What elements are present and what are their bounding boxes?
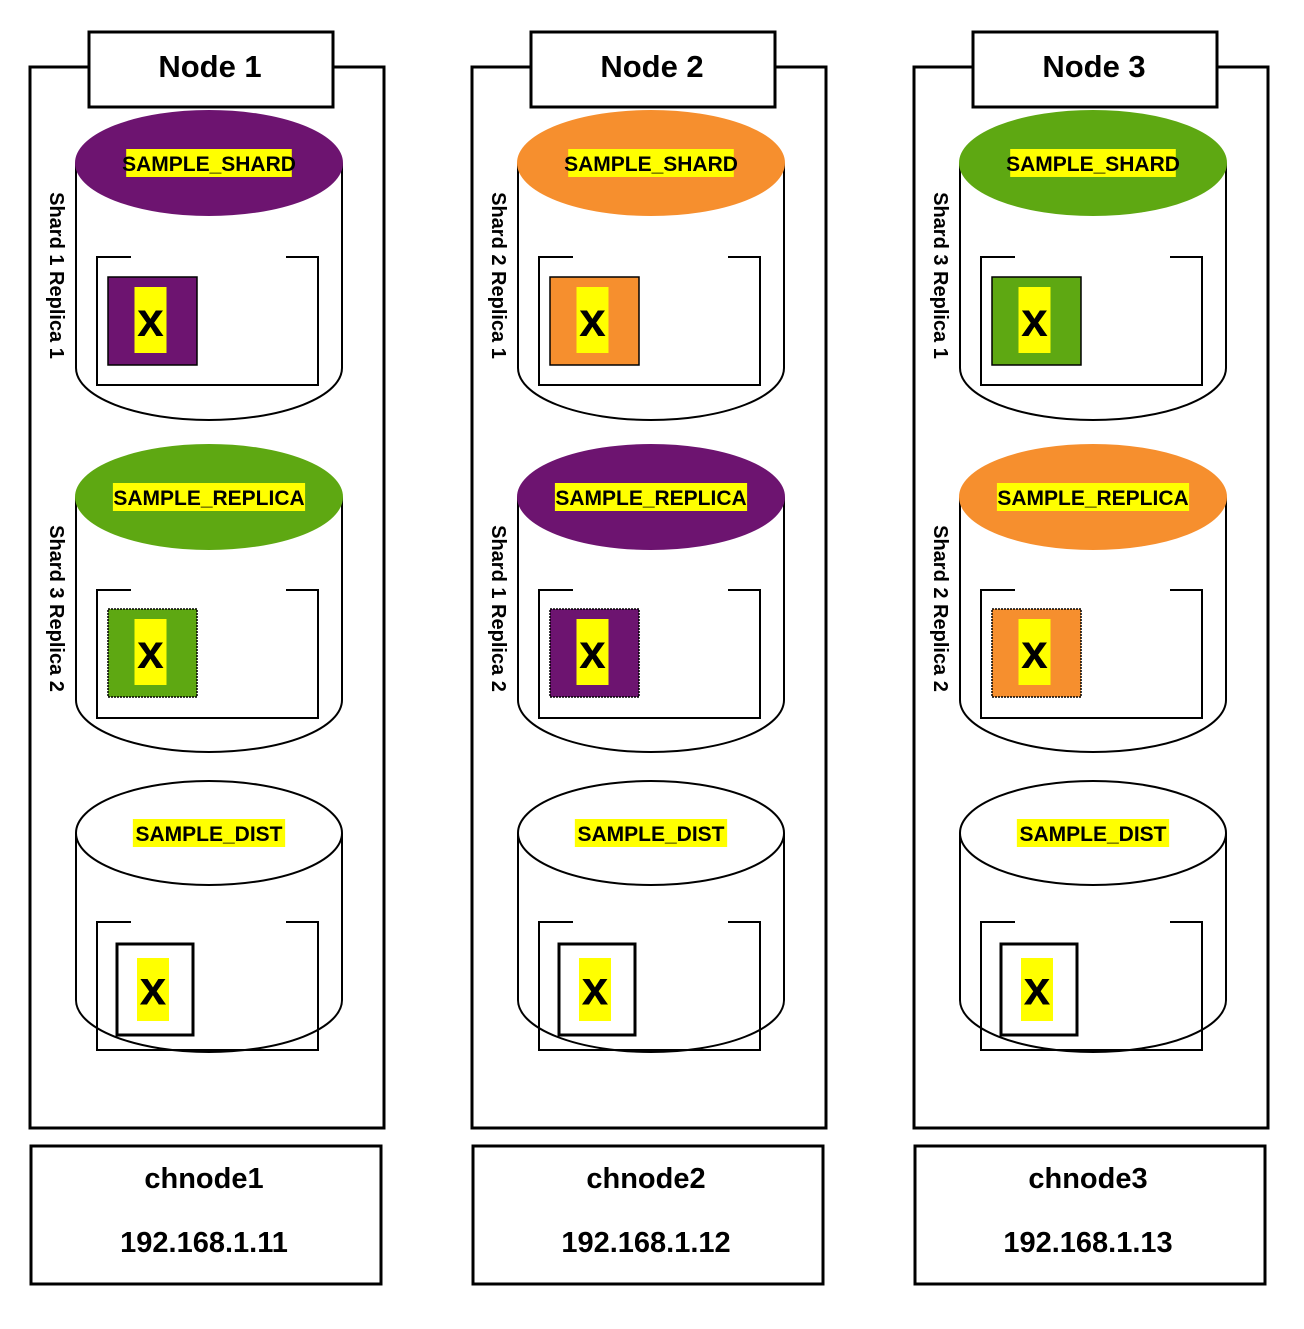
table-label-highlight [996,483,1190,511]
host-ip: 192.168.1.13 [1003,1227,1172,1259]
table-label: SAMPLE_DIST [1019,823,1166,846]
table-label-highlight [1010,149,1176,177]
partition-bracket [538,256,761,386]
table-label-highlight [132,819,286,847]
marker-highlight [1018,287,1051,353]
host-box [913,1144,1267,1286]
node-title-box [971,30,1219,109]
host-box [29,1144,383,1286]
partition-bracket [96,256,319,386]
marker-highlight [137,958,169,1021]
replica-side-label: Shard 1 Replica 1 [45,192,67,359]
partition-bracket [980,589,1203,719]
marker-x: x [140,963,167,1016]
partition-bracket [538,921,761,1051]
marker-x: x [579,626,606,679]
host-box [471,1144,825,1286]
node-title-box [87,30,335,109]
marker-x: x [579,294,606,347]
table-label-highlight [574,819,728,847]
marker-highlight [576,619,609,685]
marker-x: x [582,963,609,1016]
host-ip: 192.168.1.11 [120,1227,288,1259]
marker-x: x [1021,294,1048,347]
table-label: SAMPLE_SHARD [1006,153,1180,176]
node-title-box [529,30,777,109]
marker-x: x [1024,963,1051,1016]
replica-side-label: Shard 3 Replica 1 [929,192,951,359]
table-label-highlight [554,483,748,511]
table-label-highlight [126,149,292,177]
replica-side-label: Shard 2 Replica 2 [929,525,951,692]
table-label: SAMPLE_SHARD [122,153,296,176]
marker-x: x [137,626,164,679]
host-name: chnode3 [1028,1163,1147,1195]
marker-highlight [579,958,611,1021]
marker-highlight [1018,619,1051,685]
replica-side-label: Shard 1 Replica 2 [487,525,509,692]
node-frame [28,65,386,1130]
table-label: SAMPLE_REPLICA [555,487,746,510]
node-frame [470,65,828,1130]
replica-side-label: Shard 3 Replica 2 [45,525,67,692]
table-label: SAMPLE_DIST [577,823,724,846]
host-name: chnode1 [144,1163,263,1195]
marker-highlight [134,287,167,353]
replica-side-label: Shard 2 Replica 1 [487,192,509,359]
partition-bracket [538,589,761,719]
host-name: chnode2 [586,1163,705,1195]
table-label-highlight [1016,819,1170,847]
partition-bracket [96,921,319,1051]
node-title: Node 2 [600,49,703,84]
marker-x: x [137,294,164,347]
node-title: Node 3 [1042,49,1145,84]
marker-x: x [1021,626,1048,679]
table-label: SAMPLE_REPLICA [113,487,304,510]
table-label-highlight [112,483,306,511]
table-label: SAMPLE_SHARD [564,153,738,176]
node-title: Node 1 [158,49,261,84]
table-label-highlight [568,149,734,177]
marker-highlight [576,287,609,353]
marker-highlight [1021,958,1053,1021]
partition-bracket [980,256,1203,386]
partition-bracket [980,921,1203,1051]
marker-highlight [134,619,167,685]
node-frame [912,65,1270,1130]
partition-bracket [96,589,319,719]
table-label: SAMPLE_REPLICA [997,487,1188,510]
host-ip: 192.168.1.12 [561,1227,730,1259]
table-label: SAMPLE_DIST [135,823,282,846]
